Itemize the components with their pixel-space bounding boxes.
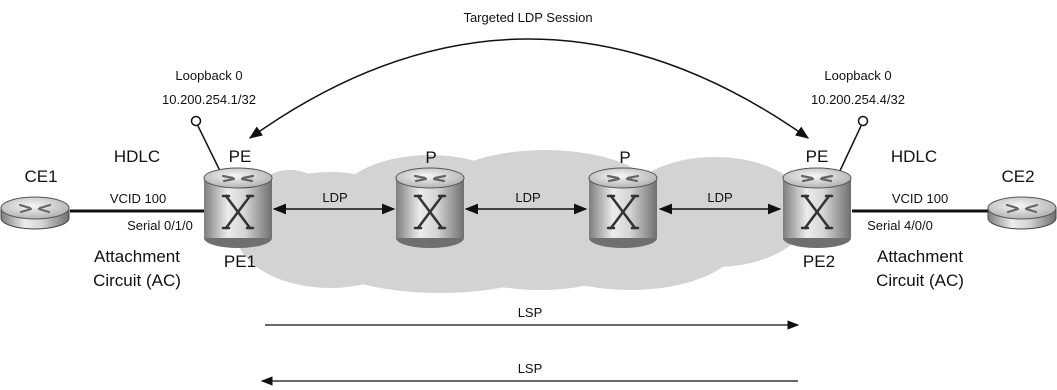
ce1-label: CE1 bbox=[24, 167, 57, 186]
left-interface-label: Serial 0/1/0 bbox=[127, 218, 193, 233]
p1-router-icon bbox=[395, 167, 465, 248]
p2-role-label: P bbox=[619, 148, 630, 167]
loopback-left-title: Loopback 0 bbox=[175, 68, 242, 83]
right-encap-label: HDLC bbox=[891, 147, 937, 166]
ce2-router-icon bbox=[987, 196, 1057, 230]
right-interface-label: Serial 4/0/0 bbox=[867, 218, 933, 233]
pe1-role-label: PE bbox=[229, 147, 252, 166]
session-label: Targeted LDP Session bbox=[463, 10, 592, 25]
left-encap-label: HDLC bbox=[114, 147, 160, 166]
right-ac-line2: Circuit (AC) bbox=[876, 271, 964, 290]
ldp-label-3: LDP bbox=[707, 190, 732, 205]
p1-role-label: P bbox=[425, 148, 436, 167]
right-ac-line1: Attachment bbox=[877, 247, 963, 266]
pe1-router-icon bbox=[203, 167, 273, 248]
ldp-label-1: LDP bbox=[322, 190, 347, 205]
left-ac-line2: Circuit (AC) bbox=[93, 271, 181, 290]
pe2-name-label: PE2 bbox=[803, 252, 835, 271]
loopback-left-address: 10.200.254.1/32 bbox=[162, 92, 256, 107]
loopback-pin-right bbox=[837, 115, 869, 176]
lsp-label-2: LSP bbox=[518, 361, 543, 376]
lsp-label-1: LSP bbox=[518, 305, 543, 320]
loopback-right-address: 10.200.254.4/32 bbox=[811, 92, 905, 107]
mpls-cloud bbox=[235, 150, 810, 293]
right-vcid-label: VCID 100 bbox=[892, 191, 948, 206]
pe1-name-label: PE1 bbox=[224, 252, 256, 271]
left-ac-line1: Attachment bbox=[94, 247, 180, 266]
ldp-label-2: LDP bbox=[515, 190, 540, 205]
loopback-pin-left bbox=[190, 115, 223, 176]
left-vcid-label: VCID 100 bbox=[110, 191, 166, 206]
pe2-router-icon bbox=[782, 167, 852, 248]
targeted-ldp-session-arc bbox=[248, 38, 810, 139]
pe2-role-label: PE bbox=[806, 147, 829, 166]
p2-router-icon bbox=[588, 167, 658, 248]
ce1-router-icon bbox=[0, 196, 70, 230]
ce2-label: CE2 bbox=[1001, 167, 1034, 186]
loopback-right-title: Loopback 0 bbox=[824, 68, 891, 83]
